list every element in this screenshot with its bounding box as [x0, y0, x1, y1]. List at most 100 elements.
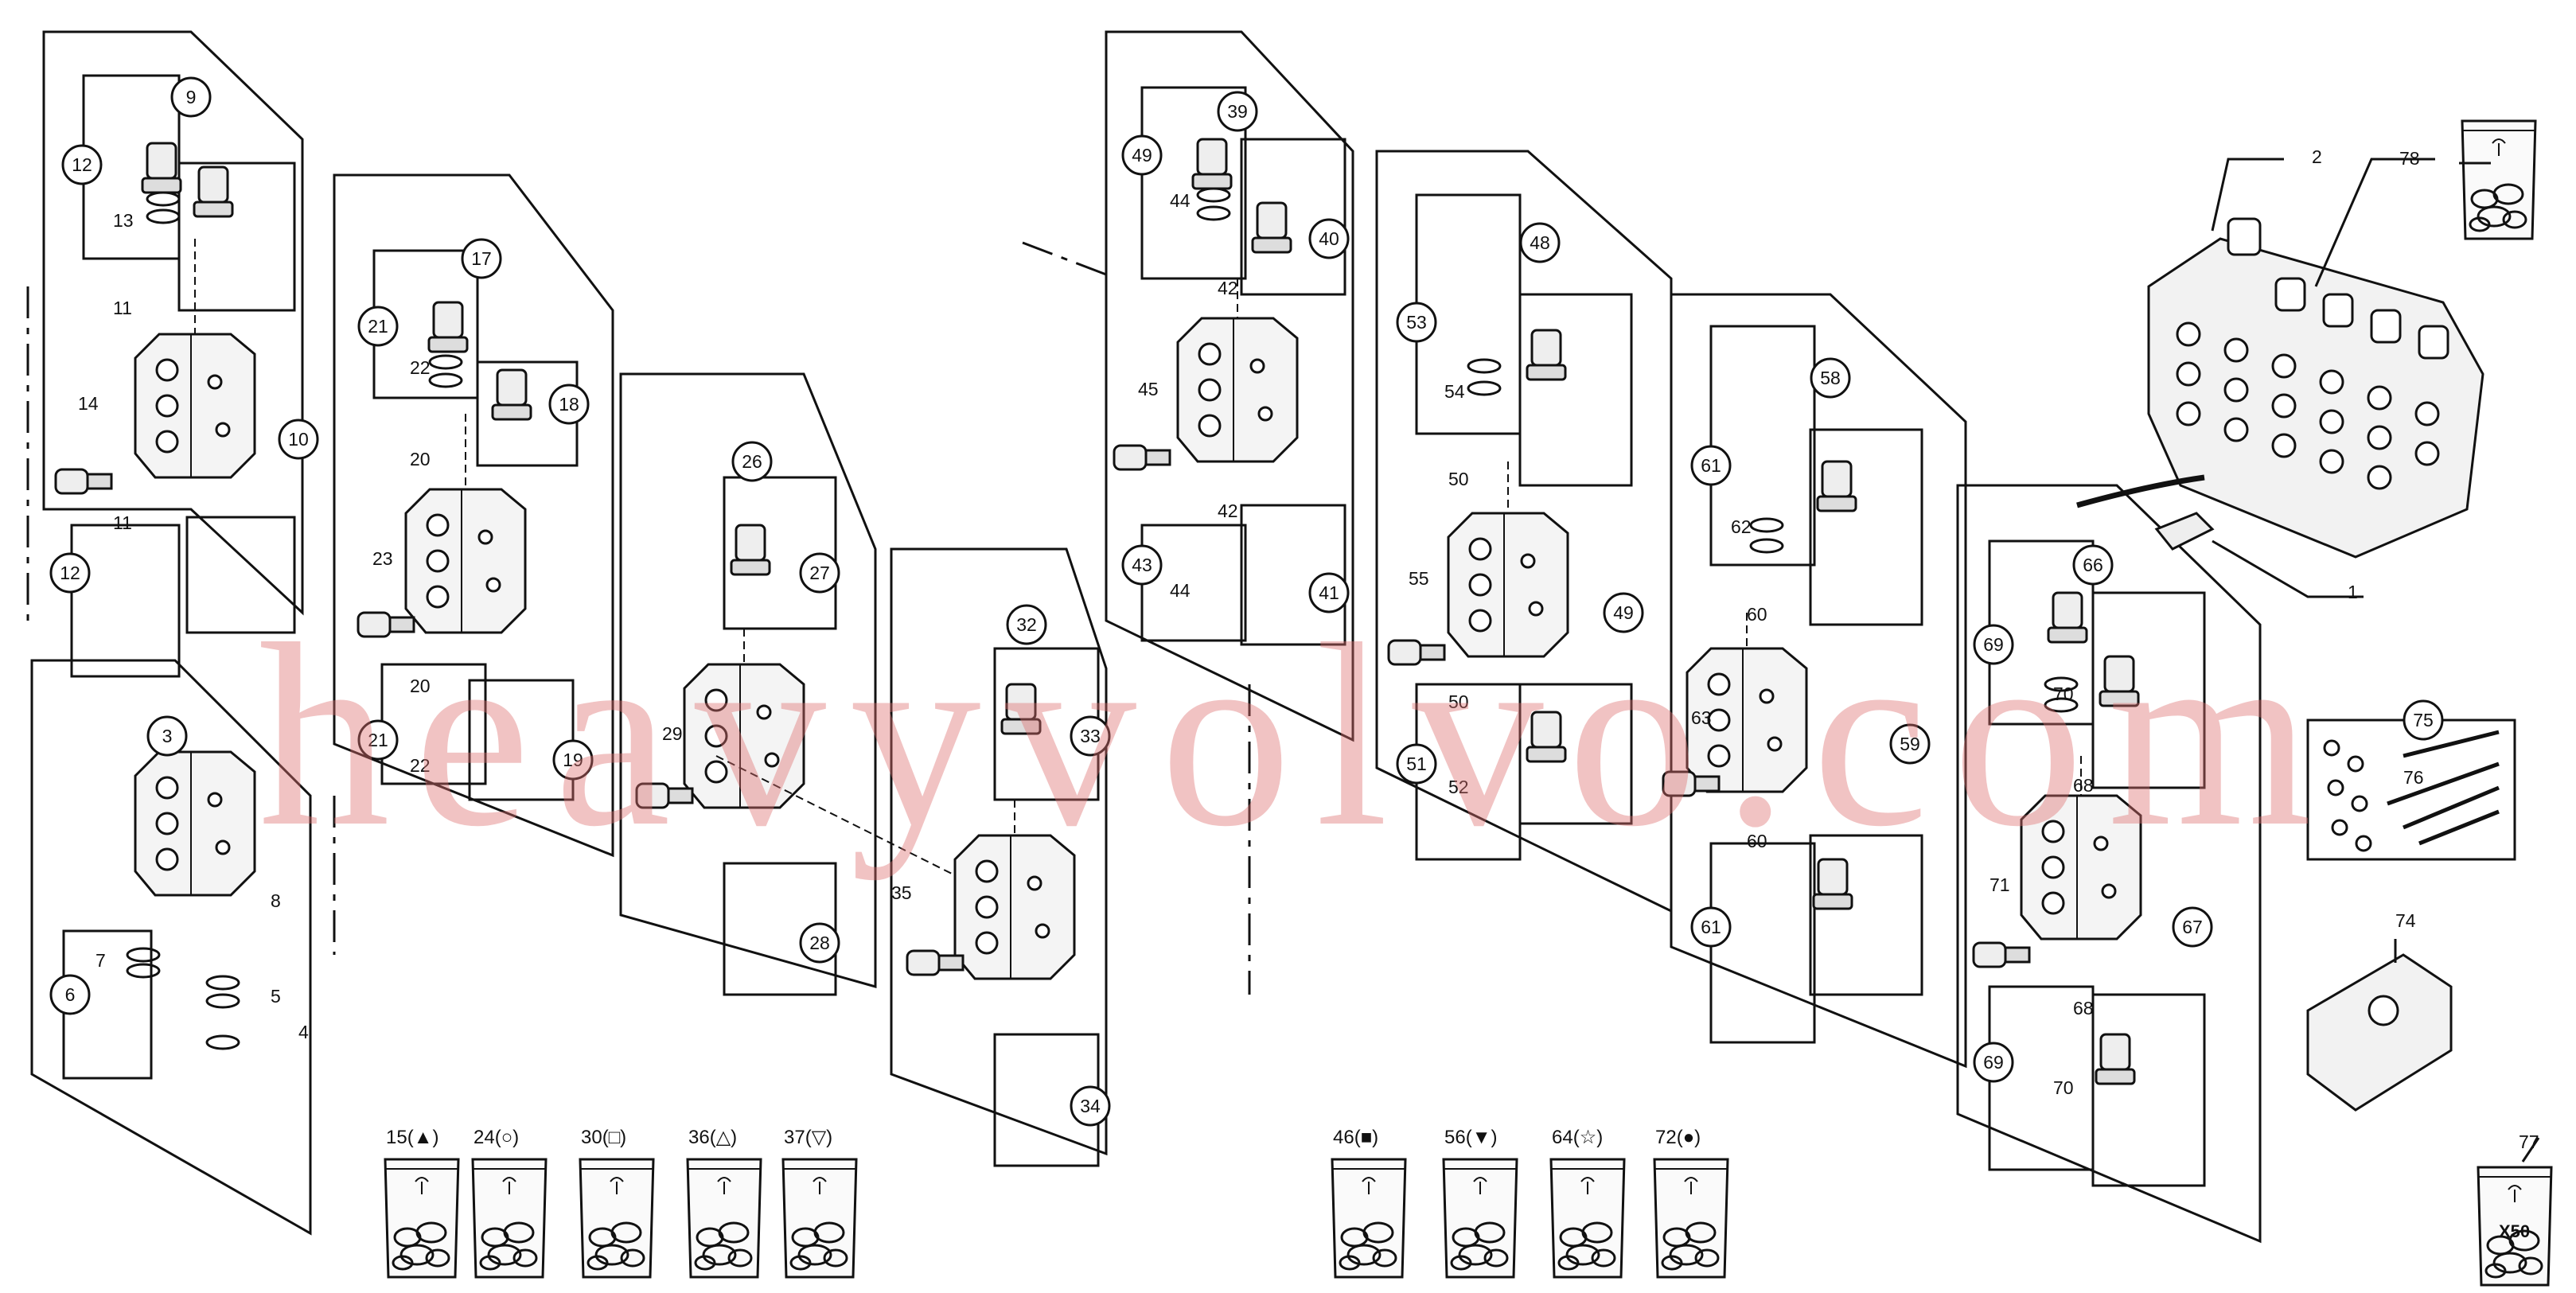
- part-number-60: 60: [1747, 604, 1767, 625]
- kit-label: 37(▽): [784, 1127, 832, 1148]
- callout-label: 19: [563, 750, 583, 770]
- part-number-68: 68: [2073, 775, 2094, 796]
- kit-label: 36(△): [688, 1127, 737, 1148]
- callout-12: 12: [49, 552, 91, 594]
- callout-34: 34: [1070, 1085, 1111, 1127]
- kit-label: 72(●): [1655, 1127, 1701, 1148]
- panel-section-3: [30, 659, 312, 1236]
- callout-label: 34: [1080, 1096, 1101, 1116]
- callout-label: 26: [742, 451, 762, 472]
- panel-section-32: [890, 547, 1108, 1156]
- callout-label: 43: [1132, 555, 1152, 575]
- leader-lines: [2211, 158, 2540, 1163]
- part-number-29: 29: [662, 723, 683, 744]
- part-number-42: 42: [1218, 500, 1238, 521]
- callout-9: 9: [170, 76, 212, 118]
- callout-label: 61: [1701, 917, 1721, 937]
- kit-labels: 15(▲)24(○)30(□)36(△)37(▽)46(■)56(▼)64(☆)…: [386, 1127, 1701, 1148]
- callout-label: 18: [559, 394, 579, 415]
- part-number-2: 2: [2312, 146, 2322, 167]
- callout-67: 67: [2172, 906, 2213, 948]
- callout-61: 61: [1690, 906, 1732, 948]
- part-number-68: 68: [2073, 998, 2094, 1018]
- callout-label: 33: [1080, 726, 1101, 746]
- part-number-78: 78: [2399, 148, 2420, 169]
- callout-17: 17: [461, 238, 502, 279]
- callout-69: 69: [1973, 624, 2014, 665]
- callout-6: 6: [49, 974, 91, 1015]
- callout-label: 49: [1613, 602, 1634, 623]
- panel-section-66: [1956, 484, 2262, 1244]
- dashed-outline-left: [26, 286, 336, 955]
- callout-label: 69: [1983, 634, 2004, 655]
- part-number-13: 13: [113, 210, 134, 231]
- part-number-20: 20: [410, 676, 431, 696]
- callout-51: 51: [1396, 743, 1437, 785]
- part-number-55: 55: [1409, 568, 1429, 589]
- dashed-outline-middle: [1022, 241, 1251, 995]
- callout-3: 3: [146, 715, 188, 757]
- callout-label: 41: [1319, 582, 1339, 603]
- callout-19: 19: [552, 739, 594, 781]
- callout-label: 27: [809, 563, 830, 583]
- plain-callouts: 1311111478542220232022293544424542445450…: [78, 146, 2539, 1152]
- callout-label: 59: [1900, 734, 1920, 754]
- panel-section-26: [619, 372, 877, 988]
- callout-label: 21: [368, 730, 388, 750]
- part-number-76: 76: [2403, 767, 2424, 788]
- part-number-22: 22: [410, 755, 431, 776]
- callout-label: 49: [1132, 145, 1152, 166]
- callout-41: 41: [1308, 572, 1350, 613]
- callout-label: 51: [1406, 754, 1427, 774]
- kit-label: 64(☆): [1552, 1127, 1603, 1148]
- callout-18: 18: [548, 384, 590, 425]
- part-number-22: 22: [410, 357, 431, 378]
- part-number-1: 1: [2348, 582, 2358, 602]
- callout-59: 59: [1889, 723, 1931, 765]
- callout-label: 12: [72, 154, 92, 175]
- part-number-23: 23: [372, 548, 393, 569]
- part-number-14: 14: [78, 393, 99, 414]
- sub-boxes: [62, 74, 2206, 1187]
- part-number-20: 20: [410, 449, 431, 469]
- callout-27: 27: [799, 552, 840, 594]
- callout-label: 17: [471, 248, 492, 269]
- part-number-7: 7: [95, 950, 106, 971]
- part-number-63: 63: [1691, 707, 1712, 728]
- kit-label: 15(▲): [386, 1127, 438, 1148]
- part-number-5: 5: [271, 986, 281, 1007]
- callout-label: 3: [162, 726, 173, 746]
- callout-21: 21: [357, 719, 399, 761]
- callout-label: 12: [60, 563, 80, 583]
- callout-label: 75: [2413, 710, 2434, 730]
- part-number-60: 60: [1747, 831, 1767, 851]
- callout-label: 40: [1319, 228, 1339, 249]
- part-number-42: 42: [1218, 278, 1238, 298]
- part-number-70: 70: [2053, 1077, 2074, 1098]
- kit-label: 56(▼): [1444, 1127, 1497, 1148]
- callout-26: 26: [731, 441, 773, 482]
- part-number-11: 11: [113, 512, 132, 533]
- part-number-44: 44: [1170, 190, 1191, 211]
- callout-label: 61: [1701, 455, 1721, 476]
- callout-43: 43: [1121, 544, 1163, 586]
- component-graphics: [54, 138, 2500, 1112]
- part-number-11: 11: [113, 298, 132, 318]
- callout-49: 49: [1603, 592, 1644, 633]
- callout-label: 53: [1406, 312, 1427, 333]
- callout-33: 33: [1070, 715, 1111, 757]
- part-number-71: 71: [1989, 874, 2010, 895]
- callout-label: 9: [186, 87, 197, 107]
- callout-label: 48: [1530, 232, 1550, 253]
- part-number-45: 45: [1138, 379, 1159, 399]
- part-number-62: 62: [1731, 516, 1752, 537]
- part-number-4: 4: [298, 1022, 309, 1042]
- callout-75: 75: [2403, 699, 2444, 741]
- callout-69: 69: [1973, 1042, 2014, 1083]
- callout-label: 32: [1016, 614, 1037, 635]
- kit-label: 46(■): [1333, 1127, 1378, 1148]
- callout-label: 58: [1820, 368, 1841, 388]
- part-number-44: 44: [1170, 580, 1191, 601]
- part-number-50: 50: [1448, 469, 1469, 489]
- part-number-74: 74: [2395, 910, 2416, 931]
